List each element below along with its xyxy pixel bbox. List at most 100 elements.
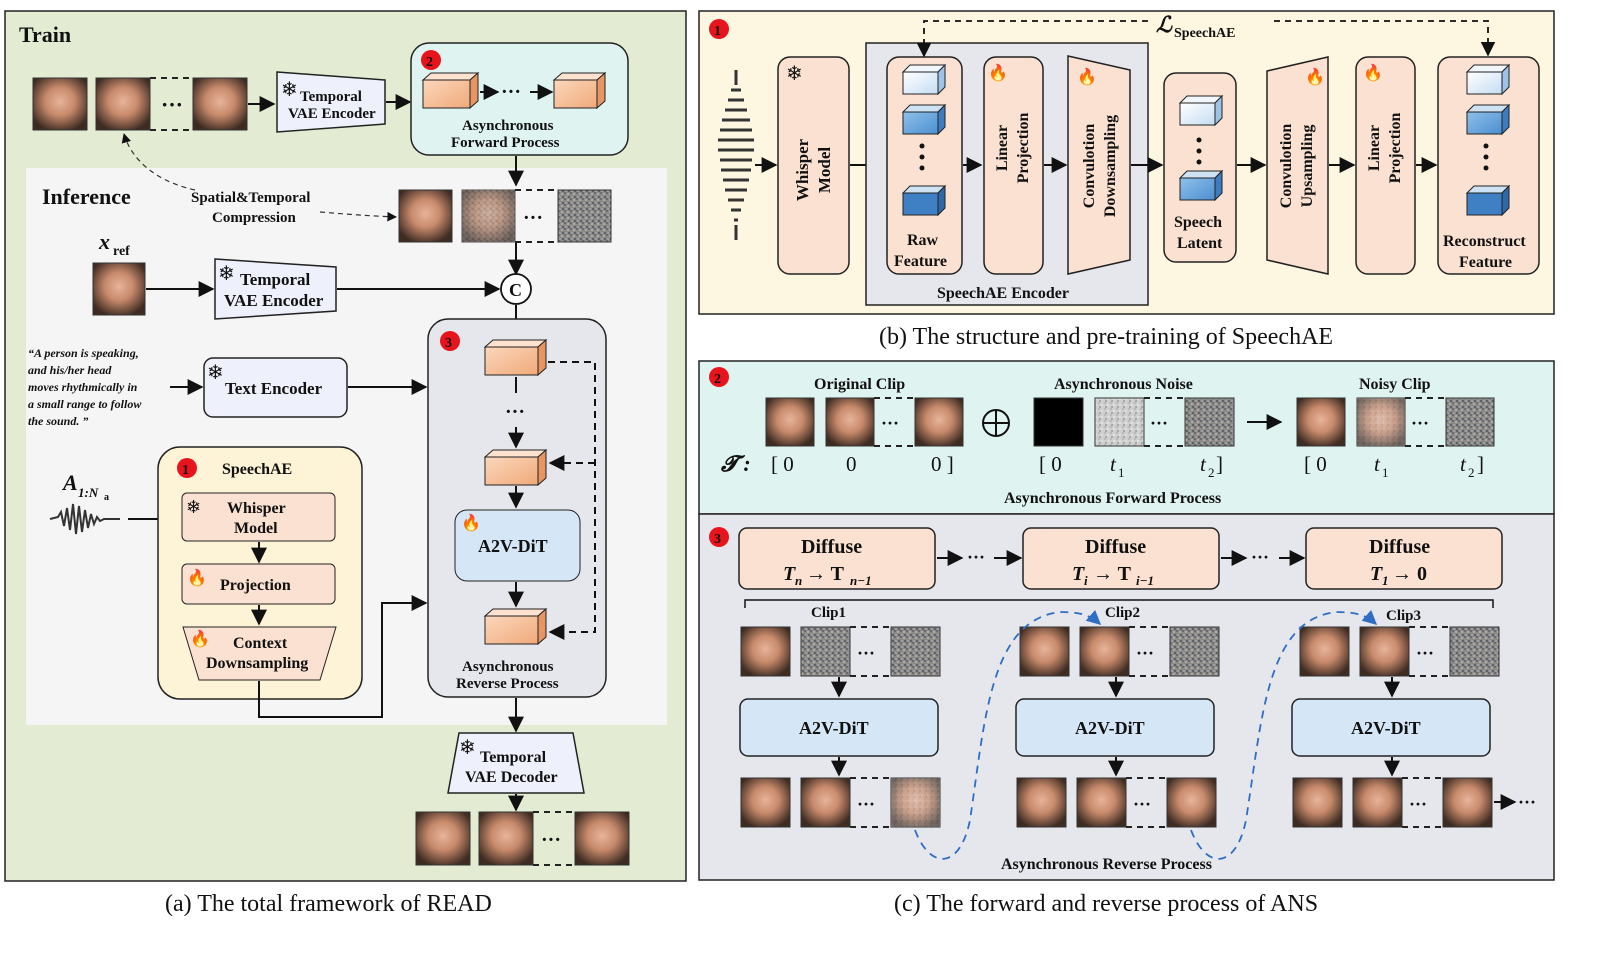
speechae-module: 1 SpeechAE ❄ Whisper Model 🔥 Projection … [157,446,363,700]
svg-text:2: 2 [714,372,721,387]
svg-text:[ 0: [ 0 [1039,452,1062,476]
svg-text:SpeechAE: SpeechAE [222,461,292,478]
svg-text:→ T: → T [1093,563,1132,585]
svg-text:𝓣 :: 𝓣 : [720,451,751,476]
svg-text:···: ··· [161,92,183,117]
fire-icon: 🔥 [461,513,481,532]
svg-text:Spatial&Temporal: Spatial&Temporal [191,190,310,206]
svg-text:Asynchronous Forward Process: Asynchronous Forward Process [1004,490,1221,507]
svg-text:Feature: Feature [894,253,947,270]
svg-text:···: ··· [523,207,543,229]
svg-text:1: 1 [1118,465,1125,480]
svg-text:···: ··· [1409,794,1427,814]
svg-text:x: x [98,229,110,254]
feature-cube [901,103,947,136]
svg-text:]: ] [1477,452,1484,476]
svg-text:···: ··· [1150,413,1168,433]
diffuse-box-1: Diffuse T n → T n−1 [738,527,936,590]
caption-a: (a) The total framework of READ [165,891,492,917]
panel-a: Train Inference ··· ❄ Temporal VAE Encod… [4,10,687,917]
svg-text:Temporal: Temporal [480,749,547,766]
feature-cube [901,184,947,217]
svg-text:2: 2 [426,55,433,70]
svg-text:Asynchronous Noise: Asynchronous Noise [1054,376,1193,393]
svg-text:SpeechAE Encoder: SpeechAE Encoder [937,285,1069,302]
svg-text:···: ··· [967,547,985,567]
audio-waveform-icon [49,503,120,535]
snowflake-icon: ❄ [786,63,803,85]
badge-2 [709,367,729,387]
svg-text:Clip1: Clip1 [811,605,846,621]
badge-1 [177,458,197,478]
svg-text:A2V-DiT: A2V-DiT [1075,718,1145,738]
feature-cube [1465,184,1511,217]
svg-text:···: ··· [881,413,899,433]
svg-text:···: ··· [1416,643,1434,663]
svg-text:Linear: Linear [994,125,1011,171]
svg-text:···: ··· [541,829,561,851]
svg-text:→ T: → T [806,563,845,585]
original-clip-frames: ··· [765,397,964,447]
clip-transfer-curve-1 [914,609,1102,860]
temporal-vae-decoder: ❄ Temporal VAE Decoder [447,732,585,794]
svg-text:t: t [1200,452,1207,476]
svg-text:Latent: Latent [1177,235,1223,252]
svg-text:1:N: 1:N [78,485,99,500]
snowflake-icon: ❄ [281,79,298,101]
fire-icon: 🔥 [988,63,1008,82]
svg-text:Forward Process: Forward Process [451,135,560,151]
svg-text:“A person is speaking,: “A person is speaking, [28,346,139,360]
svg-text:VAE Encoder: VAE Encoder [288,106,376,122]
svg-text:Model: Model [234,520,278,537]
svg-text:···: ··· [857,643,875,663]
conv-upsampling-box: 🔥 Convulotion Upsampling [1266,56,1329,275]
feature-cube [901,63,947,96]
svg-text:1: 1 [1382,573,1389,588]
svg-text:[ 0: [ 0 [1304,452,1327,476]
badge-3 [440,331,460,351]
inference-label: Inference [42,184,131,209]
conv-downsampling-box: 🔥 Convulotion Downsampling [1067,55,1131,275]
fire-icon: 🔥 [187,568,207,587]
feature-cube [1178,94,1224,127]
fire-icon: 🔥 [1077,67,1097,86]
svg-text:0: 0 [846,452,857,476]
svg-text:Context: Context [233,635,288,652]
svg-text:Raw: Raw [907,232,939,249]
svg-text:1: 1 [1382,465,1389,480]
train-label: Train [19,22,71,47]
svg-text:Asynchronous: Asynchronous [462,659,554,675]
svg-text:Clip3: Clip3 [1386,608,1421,624]
output-frames: ··· [415,811,630,866]
svg-text:A2V-DiT: A2V-DiT [1351,718,1421,738]
svg-text:···: ··· [505,401,525,423]
bracket [744,599,1494,608]
svg-text:a: a [104,492,109,503]
svg-text:i−1: i−1 [1136,573,1154,588]
svg-text:Noisy Clip: Noisy Clip [1359,376,1431,393]
svg-text:i: i [1084,573,1088,588]
svg-text:···: ··· [1136,643,1154,663]
svg-text:Convulotion: Convulotion [1081,124,1098,209]
async-forward-box: 2 ··· Asynchronous Forward Process [410,42,629,156]
svg-text:3: 3 [714,532,721,547]
feature-cube [1465,63,1511,96]
whisper-model-box-b: ❄ Whisper Model [777,56,850,275]
text-encoder-box: ❄ Text Encoder [203,357,348,418]
svg-text:Speech: Speech [1174,214,1222,231]
svg-text:]: ] [1216,452,1223,476]
feature-cube [1178,169,1224,202]
svg-text:t: t [1110,452,1117,476]
svg-text:Diffuse: Diffuse [801,536,862,558]
svg-text:Temporal: Temporal [240,270,310,289]
svg-text:Downsampling: Downsampling [206,655,308,672]
svg-text:···: ··· [1411,413,1429,433]
badge-2 [421,50,441,70]
snowflake-icon: ❄ [207,362,224,384]
svg-text:T: T [1072,563,1085,585]
svg-text:···: ··· [1251,547,1269,567]
svg-text:ref: ref [113,244,130,259]
svg-text:···: ··· [857,794,875,814]
linear-projection-box-2: 🔥 Linear Projection [1355,56,1416,275]
